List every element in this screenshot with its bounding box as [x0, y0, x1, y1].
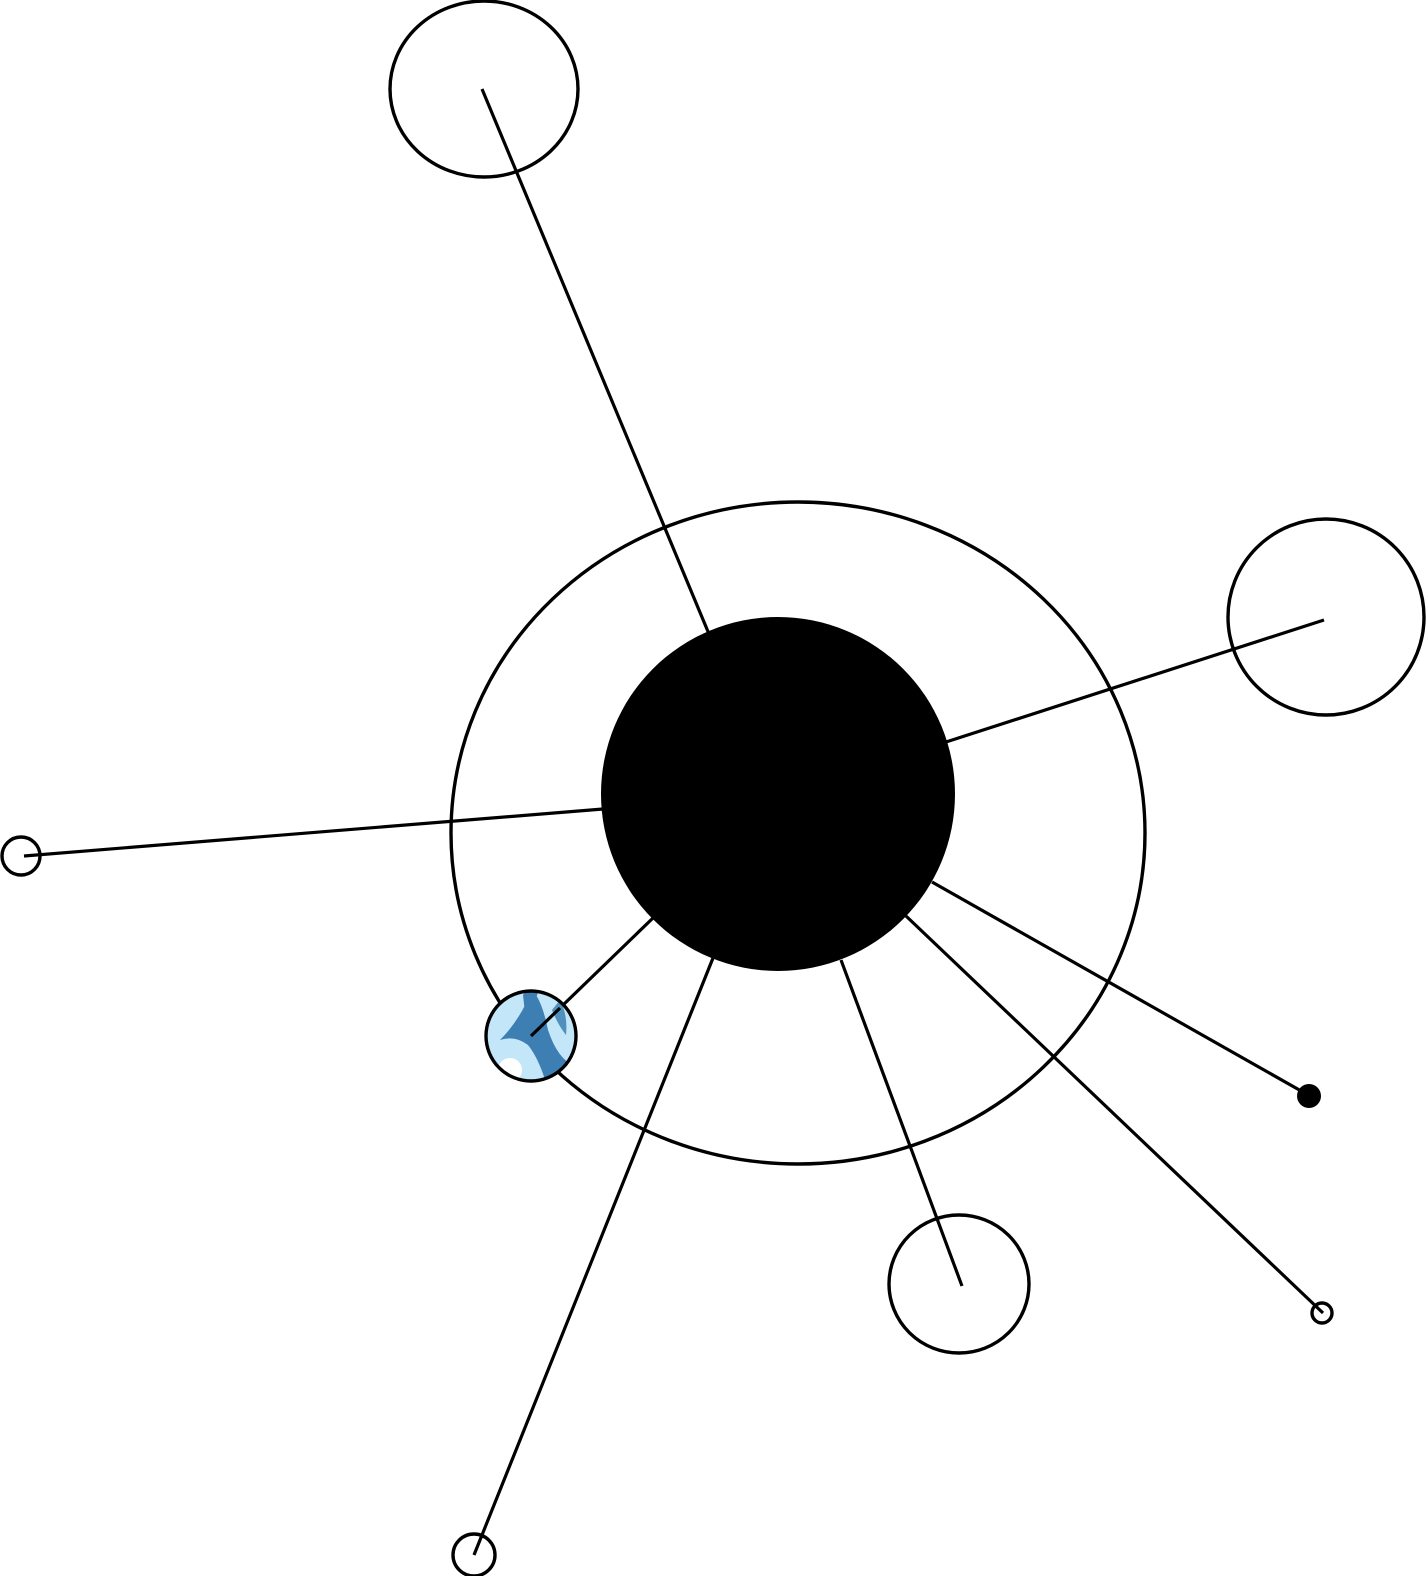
satellite-bottom-right: [1310, 1301, 1334, 1325]
satellite-right: [1226, 517, 1426, 717]
outer-ring: [449, 500, 1147, 1166]
satellite-top: [388, 0, 580, 179]
spoke-top: [480, 88, 711, 635]
satellite-left: [0, 835, 42, 877]
spoke-right-lower: [931, 880, 1311, 1098]
satellite-bottom: [887, 1213, 1031, 1355]
spoke-right: [945, 618, 1325, 744]
satellite-highlight: [484, 989, 578, 1083]
spoke-bottom-left: [472, 957, 715, 1556]
central-hub: [601, 617, 955, 971]
spoke-left: [23, 807, 604, 858]
spoke-bottom-right: [904, 914, 1325, 1315]
spoke-bottom: [839, 959, 964, 1287]
satellite-right-lower: [1297, 1084, 1321, 1108]
satellite-bottom-left: [451, 1532, 497, 1576]
